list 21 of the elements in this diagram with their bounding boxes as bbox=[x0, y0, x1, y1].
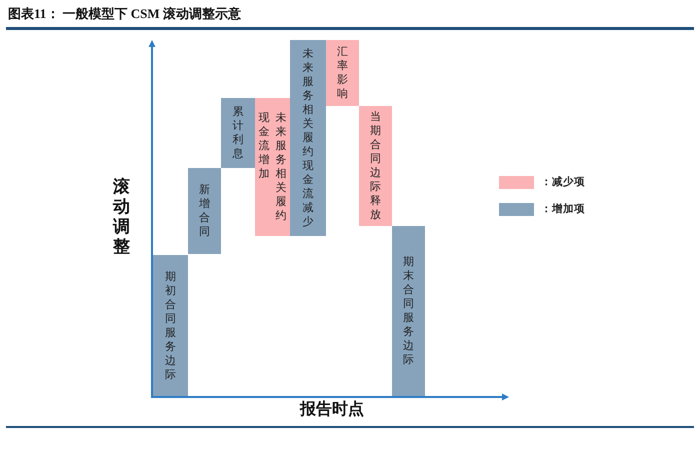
axis-title: 报告时点 bbox=[300, 401, 364, 419]
bar-label: 新增合同 bbox=[199, 183, 210, 239]
axis-title: 滚动调整 bbox=[113, 177, 130, 257]
waterfall-bar bbox=[221, 98, 255, 168]
bar-label: 未来服务相关履约现金流减少 bbox=[302, 47, 314, 229]
bar-label: 汇率影响 bbox=[337, 45, 348, 101]
bar-label: 当期合同边际释放 bbox=[370, 110, 381, 222]
bar-label: 期初合同服务边际 bbox=[165, 270, 176, 382]
waterfall-bar bbox=[153, 255, 188, 396]
waterfall-bar bbox=[255, 98, 290, 236]
waterfall-bar bbox=[188, 168, 221, 254]
legend-label: ：增加项 bbox=[541, 202, 585, 217]
bar-label: 期末合同服务边际 bbox=[403, 255, 414, 367]
waterfall-bar bbox=[290, 40, 326, 236]
waterfall-bar bbox=[359, 106, 392, 226]
bar-label: 累计利息 bbox=[232, 105, 244, 161]
title: 图表11： 一般模型下 CSM 滚动调整示意 bbox=[8, 5, 241, 23]
waterfall-bar bbox=[326, 40, 359, 106]
legend-label: ：减少项 bbox=[541, 175, 585, 190]
bar-label: 未来服务相关履约现金流增加 bbox=[258, 111, 286, 223]
waterfall-bar bbox=[392, 226, 425, 396]
